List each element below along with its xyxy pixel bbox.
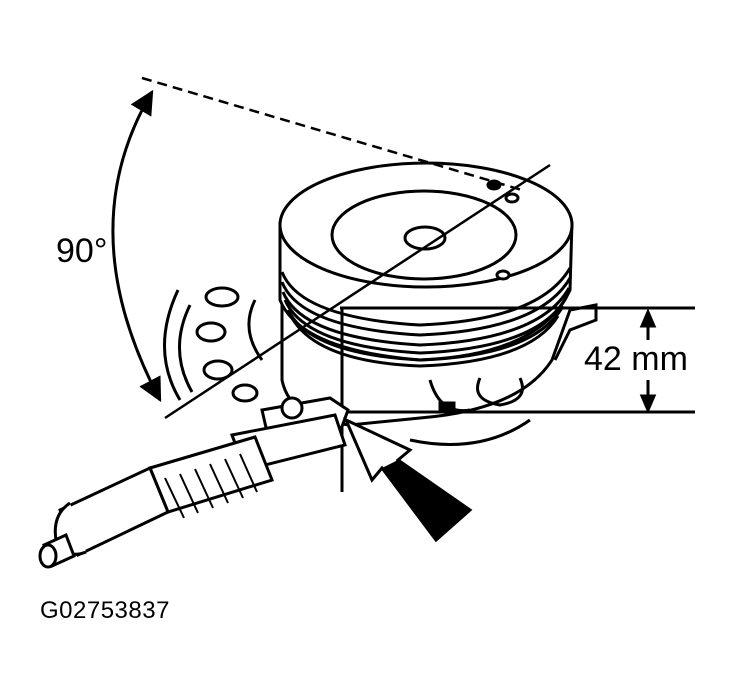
piston [278,161,598,427]
measure-point-arrow [343,416,473,543]
dimension-label: 42 mm [584,340,688,378]
support-ring [163,289,264,401]
support-holes [195,286,259,403]
figure-id: G02753837 [40,597,170,624]
angle-label: 90° [56,232,107,270]
piston-skirt-details [409,377,531,446]
dimension-lines [340,306,695,492]
micrometer [38,396,350,569]
angle-construction [111,76,551,420]
